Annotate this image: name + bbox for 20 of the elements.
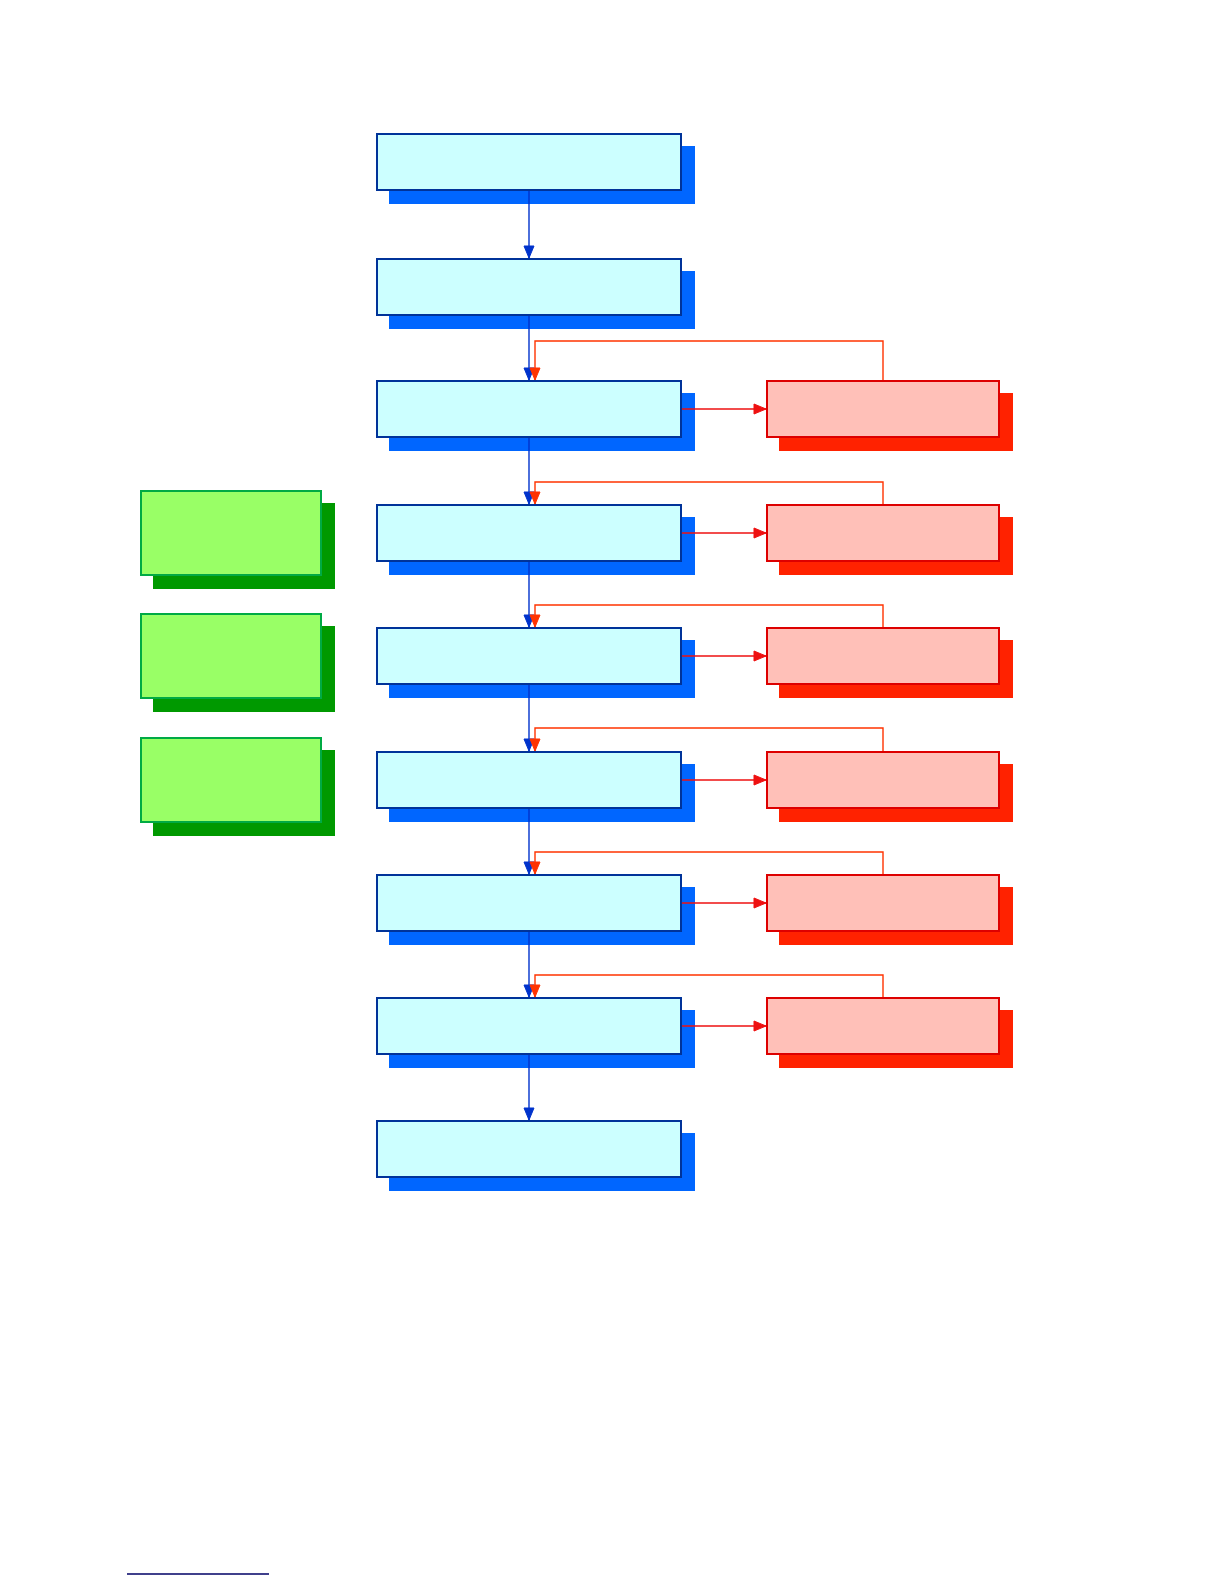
arrow (523, 315, 535, 381)
arrow (681, 1020, 767, 1032)
arrow (523, 190, 535, 259)
arrow (523, 437, 535, 505)
arrow (529, 851, 884, 875)
arrow (681, 774, 767, 786)
arrow (681, 650, 767, 662)
arrow (681, 527, 767, 539)
arrow (523, 931, 535, 998)
arrow (523, 808, 535, 875)
arrow (681, 897, 767, 909)
arrow (523, 1054, 535, 1121)
arrow (523, 684, 535, 752)
arrow (529, 340, 884, 381)
arrow (529, 481, 884, 505)
arrow (529, 974, 884, 998)
arrow (681, 403, 767, 415)
arrow (529, 727, 884, 752)
arrow (529, 604, 884, 628)
arrow (523, 561, 535, 628)
